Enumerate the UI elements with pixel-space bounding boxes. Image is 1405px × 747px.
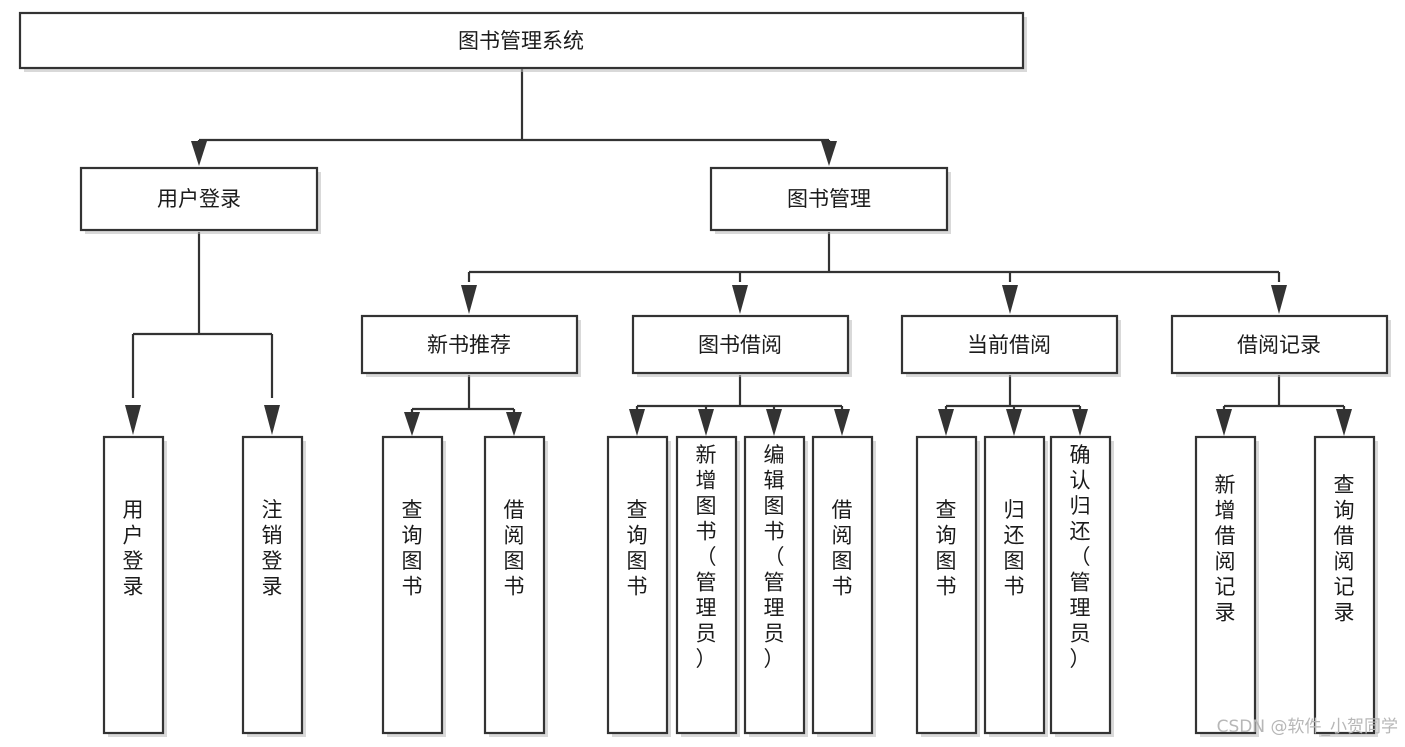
arrow-head-new-book-recommend: [461, 285, 477, 314]
node-leaf-user-login[interactable]: 用户登录: [102, 435, 167, 737]
node-leaf-query-borrow-record-label: 查询借阅记录: [1334, 473, 1355, 625]
arrow-head-leaf-borrow-book: [834, 409, 850, 436]
node-leaf-query-book-current[interactable]: 查询图书: [915, 435, 980, 737]
node-leaf-query-book-borrow[interactable]: 查询图书: [606, 435, 671, 737]
node-new-book-recommend[interactable]: 新书推荐: [360, 314, 581, 377]
node-book-borrow[interactable]: 图书借阅: [631, 314, 852, 377]
arrow-head-leaf-add-book-admin: [698, 409, 714, 436]
node-leaf-query-book-recommend-label: 查询图书: [402, 498, 423, 599]
arrow-head-leaf-return-book: [1006, 409, 1022, 436]
arrow-head-leaf-user-login: [125, 405, 141, 435]
node-rect: [915, 435, 978, 735]
node-leaf-return-book[interactable]: 归还图书: [983, 435, 1048, 737]
node-rect: [360, 314, 579, 375]
node-rect: [381, 435, 444, 735]
arrow-head-leaf-borrow-book-recommend: [506, 412, 522, 436]
arrow-head-leaf-query-book-current: [938, 409, 954, 436]
node-leaf-borrow-book-label: 借阅图书: [832, 498, 853, 599]
arrow-head-book-borrow: [732, 285, 748, 314]
node-rect: [983, 435, 1046, 735]
arrow-head-leaf-confirm-return-admin: [1072, 409, 1088, 436]
node-leaf-return-book-label: 归还图书: [1004, 498, 1025, 599]
arrow-head-leaf-query-borrow-record: [1336, 409, 1352, 436]
arrow-head-borrow-record: [1271, 285, 1287, 314]
node-leaf-borrow-book-recommend[interactable]: 借阅图书: [483, 435, 548, 737]
node-leaf-confirm-return-admin[interactable]: 确认归还（管理员）: [1049, 435, 1114, 737]
node-rect: [709, 166, 949, 232]
connector-layer: [125, 68, 1352, 436]
node-rect: [241, 435, 304, 735]
node-leaf-user-login-label: 用户登录: [123, 498, 144, 599]
node-book-management-label: 图书管理: [787, 187, 871, 211]
node-rect: [675, 435, 738, 735]
node-leaf-borrow-book[interactable]: 借阅图书: [811, 435, 876, 737]
node-leaf-edit-book-admin-label: 编辑图书（管理员）: [764, 443, 785, 671]
node-borrow-record[interactable]: 借阅记录: [1170, 314, 1391, 377]
node-rect: [1194, 435, 1257, 735]
csdn-watermark: CSDN @软件_小贺同学: [1217, 717, 1398, 737]
node-leaf-user-logout[interactable]: 注销登录: [241, 435, 306, 737]
node-leaf-edit-book-admin[interactable]: 编辑图书（管理员）: [743, 435, 808, 737]
node-rect: [631, 314, 850, 375]
node-borrow-record-label: 借阅记录: [1237, 333, 1321, 357]
arrow-head-user-login: [191, 141, 207, 166]
node-book-borrow-label: 图书借阅: [698, 333, 782, 357]
node-leaf-add-book-admin-label: 新增图书（管理员）: [696, 443, 717, 671]
node-rect: [483, 435, 546, 735]
node-leaf-add-borrow-record-label: 新增借阅记录: [1215, 473, 1236, 625]
arrow-head-current-borrow: [1002, 285, 1018, 314]
node-leaf-add-borrow-record[interactable]: 新增借阅记录: [1194, 435, 1259, 737]
node-user-login[interactable]: 用户登录: [79, 166, 321, 234]
node-rect: [102, 435, 165, 735]
arrow-head-leaf-user-logout: [264, 405, 280, 435]
node-leaf-query-book-current-label: 查询图书: [936, 498, 957, 599]
arrow-head-leaf-query-book-borrow: [629, 409, 645, 436]
node-rect: [1313, 435, 1376, 735]
node-leaf-borrow-book-recommend-label: 借阅图书: [504, 498, 525, 599]
node-rect: [811, 435, 874, 735]
node-leaf-query-book-recommend[interactable]: 查询图书: [381, 435, 446, 737]
node-new-book-recommend-label: 新书推荐: [427, 333, 511, 357]
node-rect: [606, 435, 669, 735]
node-book-management[interactable]: 图书管理: [709, 166, 951, 234]
node-title-system-label: 图书管理系统: [458, 29, 584, 53]
arrow-head-leaf-edit-book-admin: [766, 409, 782, 436]
node-rect: [18, 11, 1025, 70]
node-leaf-query-book-borrow-label: 查询图书: [627, 498, 648, 599]
node-title-system[interactable]: 图书管理系统: [18, 11, 1027, 72]
node-current-borrow[interactable]: 当前借阅: [900, 314, 1121, 377]
arrow-head-leaf-add-borrow-record: [1216, 409, 1232, 436]
node-rect: [743, 435, 806, 735]
node-rect: [79, 166, 319, 232]
arrow-head-leaf-query-book-recommend: [404, 412, 420, 436]
node-leaf-query-borrow-record[interactable]: 查询借阅记录: [1313, 435, 1378, 737]
node-user-login-label: 用户登录: [157, 187, 241, 211]
node-rect: [1049, 435, 1112, 735]
node-leaf-add-book-admin[interactable]: 新增图书（管理员）: [675, 435, 740, 737]
node-current-borrow-label: 当前借阅: [967, 333, 1051, 357]
node-leaf-confirm-return-admin-label: 确认归还（管理员）: [1070, 443, 1091, 671]
node-rect: [1170, 314, 1389, 375]
node-rect: [900, 314, 1119, 375]
arrow-head-book-management: [821, 141, 837, 166]
node-leaf-user-logout-label: 注销登录: [262, 498, 283, 599]
